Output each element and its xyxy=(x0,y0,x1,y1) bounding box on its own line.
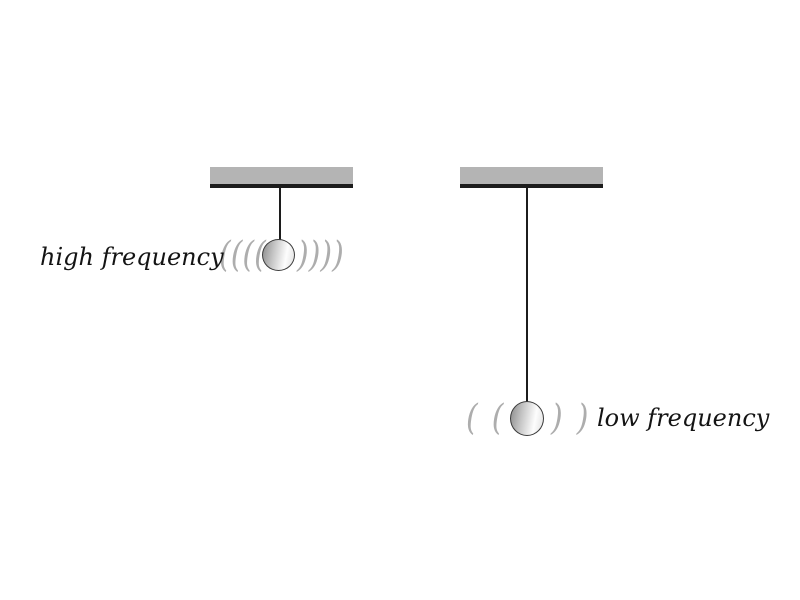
pendulum-string-long xyxy=(526,187,528,402)
vibration-arcs-left: (((( xyxy=(219,234,266,277)
ceiling-bar xyxy=(460,167,603,188)
pendulum-string-short xyxy=(279,187,281,240)
ceiling-bar xyxy=(210,167,353,188)
label-high-frequency: high frequency xyxy=(40,243,224,271)
pendulum-bob xyxy=(262,239,295,271)
label-low-frequency: low frequency xyxy=(597,404,770,432)
vibration-arcs-left: (( xyxy=(466,397,518,440)
vibration-arcs-right: )) xyxy=(551,397,603,440)
vibration-arcs-right: )))) xyxy=(297,234,344,277)
pendulum-bob xyxy=(510,401,544,436)
